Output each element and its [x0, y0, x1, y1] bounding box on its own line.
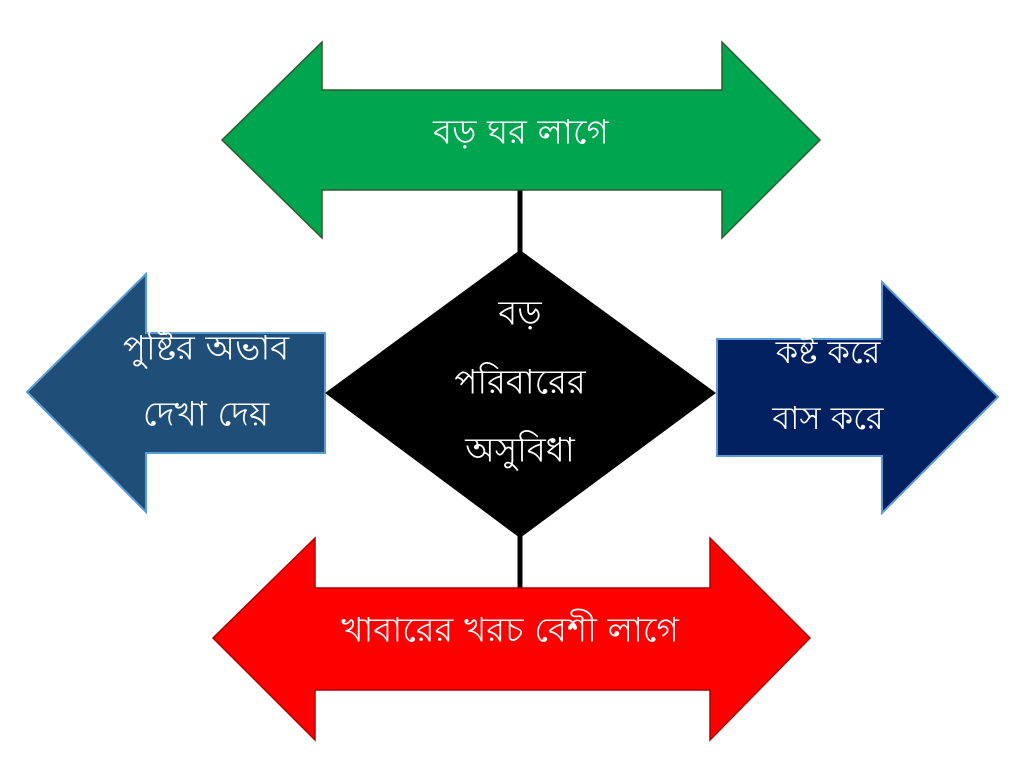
center-label-line-2: পরিবারের: [454, 363, 587, 403]
bottom-double-arrow: [211, 536, 812, 742]
center-label-line-1: বড়: [497, 294, 542, 334]
center-label-line-3: অসুবিধা: [464, 431, 576, 471]
top-double-arrow: [220, 40, 822, 240]
right-arrow: [716, 279, 1000, 516]
bottom-arrow-label: খাবারের খরচ বেশী লাগে: [341, 609, 679, 651]
right-arrow-label-line-2: বাস করে: [771, 399, 885, 437]
left-arrow: [25, 271, 326, 515]
left-arrow-label-line-1: পুষ্টির অভাব: [123, 329, 290, 369]
center-diamond: [325, 250, 716, 538]
left-arrow-label-line-2: দেখা দেয়: [143, 395, 270, 435]
top-arrow-label: বড় ঘর লাগে: [432, 113, 609, 153]
right-arrow-label-line-1: কষ্ট করে: [775, 333, 882, 371]
